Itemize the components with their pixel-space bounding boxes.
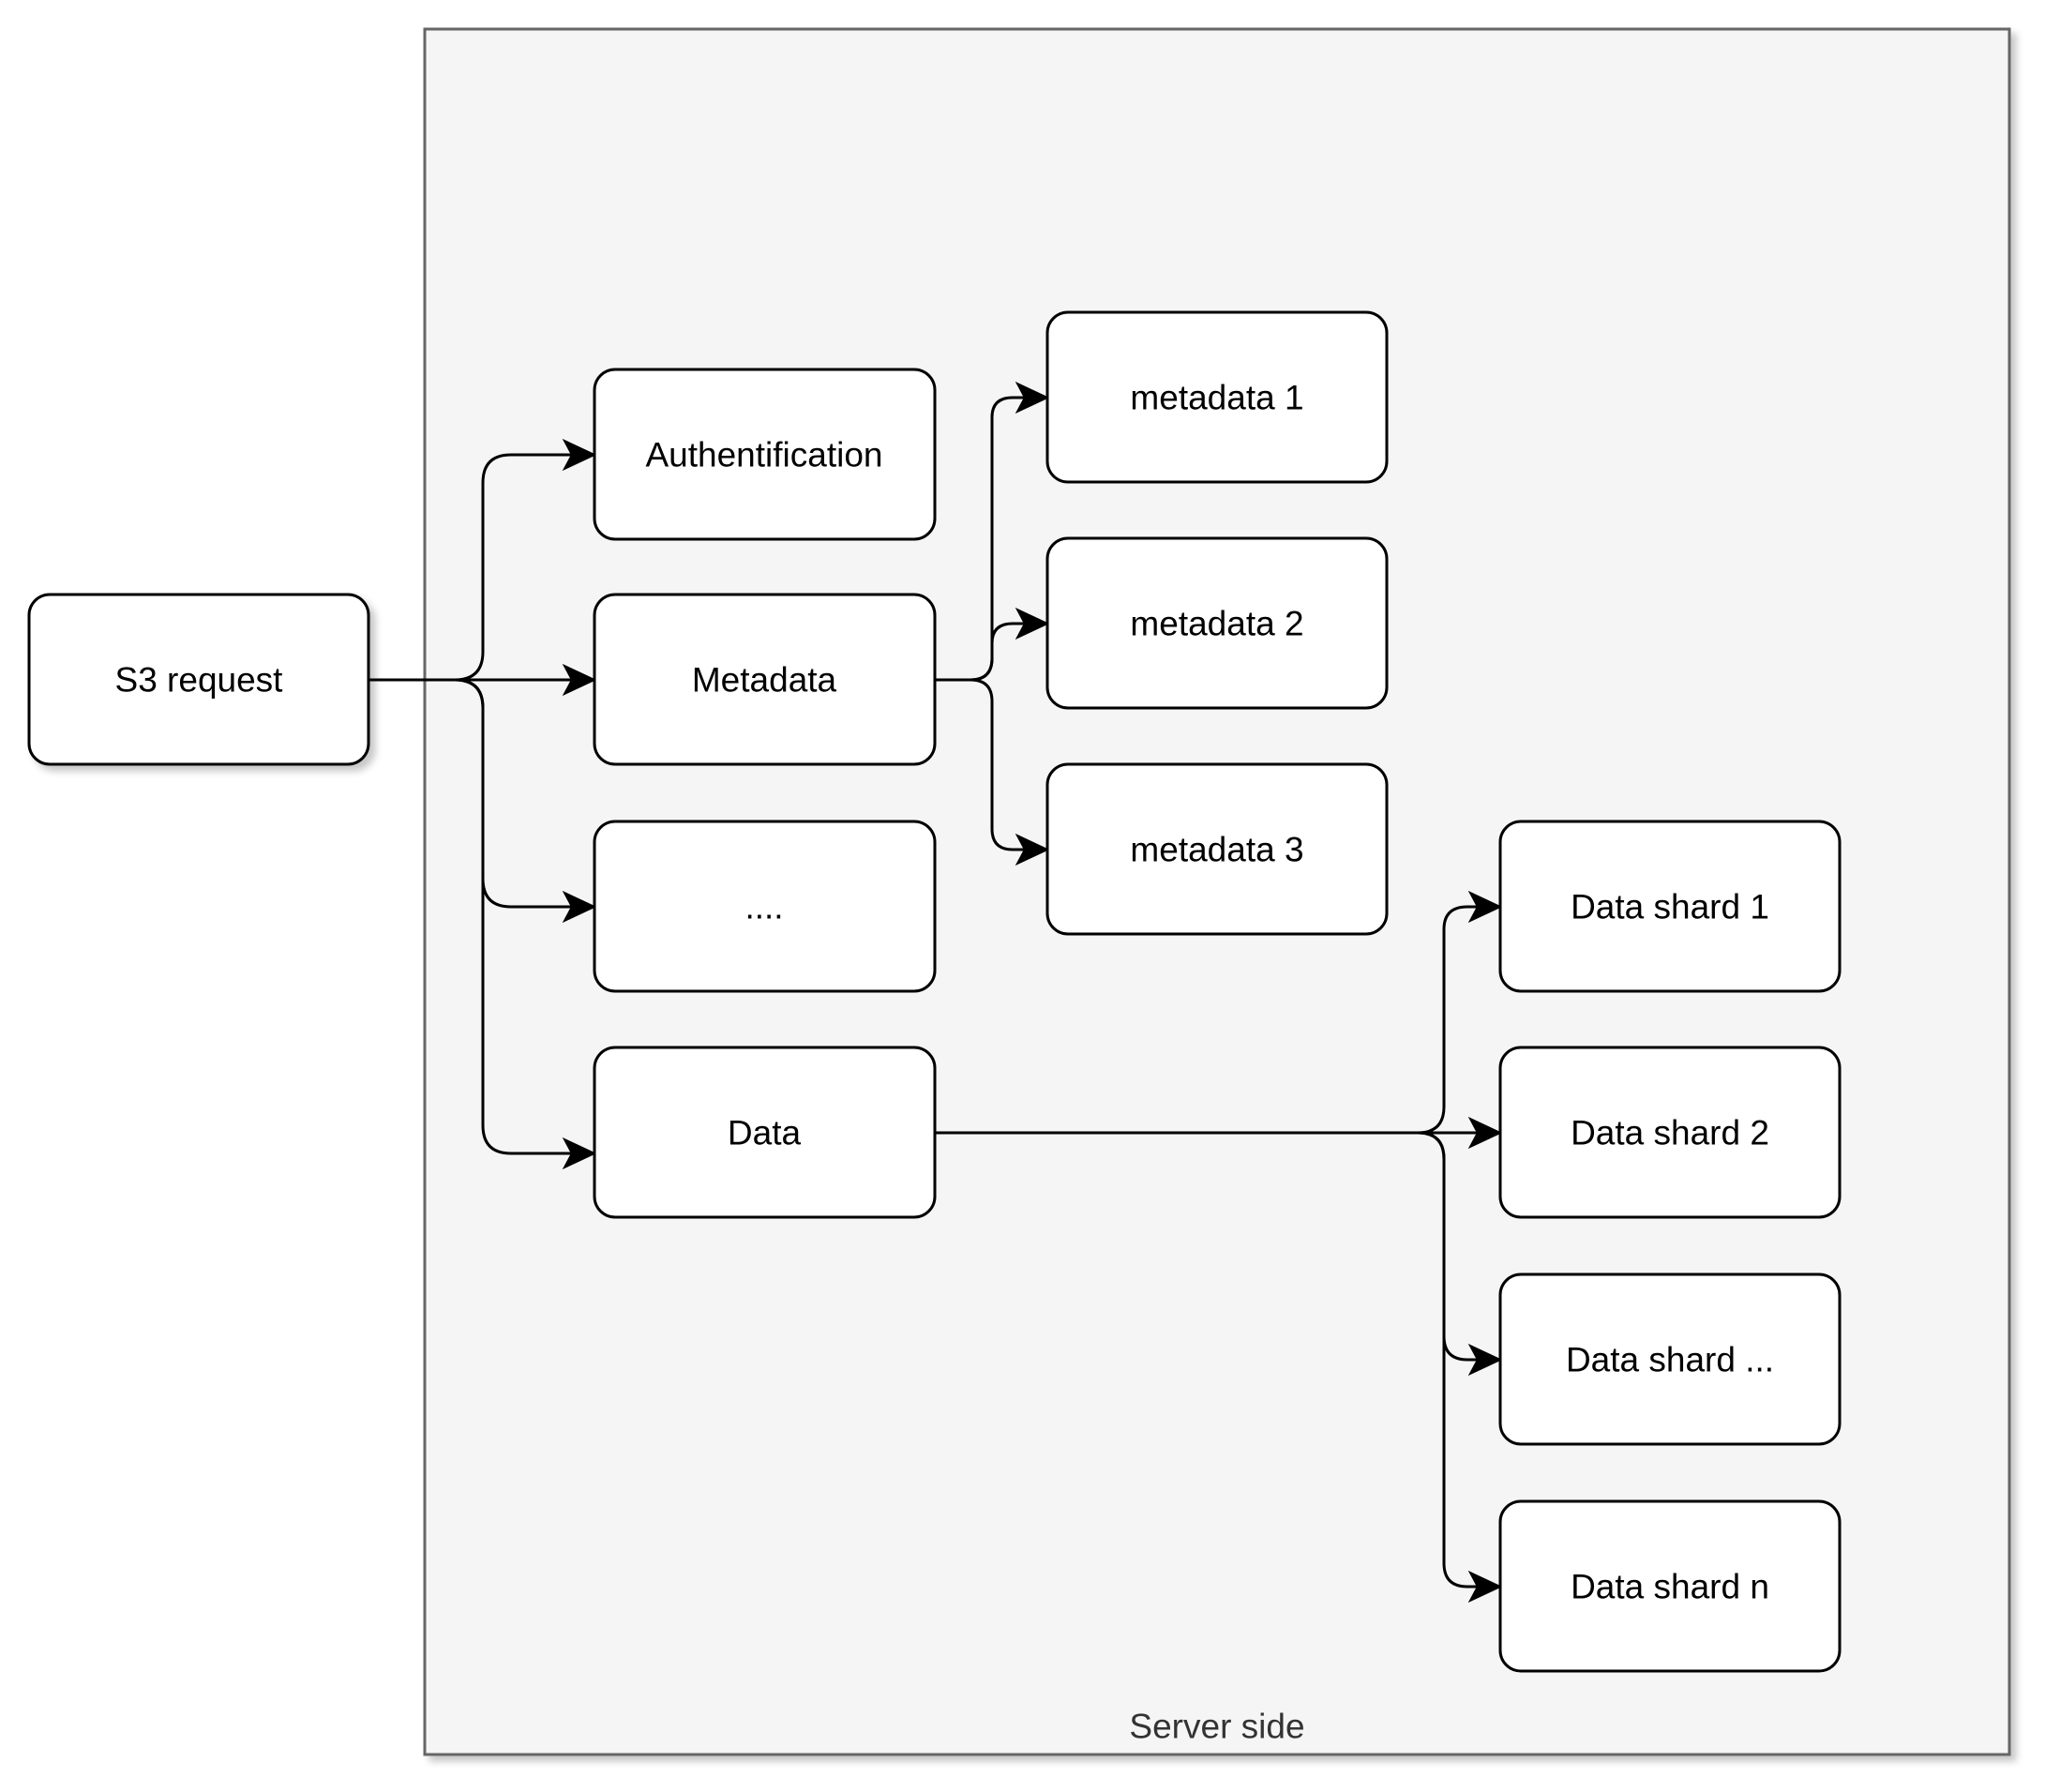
node-metadata[interactable]: Metadata (593, 593, 937, 766)
node-ellipsis[interactable]: .... (593, 820, 937, 993)
node-metadata-3-label: metadata 3 (1130, 831, 1303, 869)
node-data-shard-n[interactable]: Data shard n (1498, 1499, 1842, 1673)
node-data-label: Data (728, 1114, 802, 1152)
arrowhead-ellipsis (562, 890, 597, 924)
arrowhead-metadata-2 (1015, 607, 1050, 640)
metadata-edges (935, 381, 1050, 866)
edge-data-to-data-shard-1 (935, 905, 1478, 1135)
node-data-shard-1[interactable]: Data shard 1 (1498, 820, 1842, 993)
node-metadata-2-label: metadata 2 (1130, 605, 1303, 643)
arrowhead-metadata-1 (1015, 381, 1050, 414)
arrowhead-metadata-3 (1015, 833, 1050, 866)
edge-s3-to-authentification (368, 453, 574, 682)
node-data-shard-1-label: Data shard 1 (1571, 888, 1769, 926)
arrowhead-data-shard-n (1467, 1570, 1503, 1604)
node-authentification[interactable]: Authentification (593, 368, 937, 541)
node-ellipsis-label: .... (744, 888, 783, 926)
edge-data-to-data-shard-n (935, 1131, 1478, 1589)
node-data[interactable]: Data (593, 1046, 937, 1219)
node-metadata-label: Metadata (692, 661, 837, 700)
node-metadata-3[interactable]: metadata 3 (1045, 762, 1389, 936)
node-metadata-1[interactable]: metadata 1 (1045, 310, 1389, 484)
node-metadata-1-label: metadata 1 (1130, 379, 1303, 417)
arrowhead-data (562, 1137, 597, 1170)
arrowhead-data-shard-ellipsis (1467, 1343, 1503, 1377)
edge-metadata-to-metadata-3 (935, 678, 1026, 851)
node-data-shard-ellipsis[interactable]: Data shard ... (1498, 1272, 1842, 1446)
data-edges (935, 890, 1503, 1604)
edge-s3-to-data (368, 678, 574, 1155)
node-data-shard-2-label: Data shard 2 (1571, 1114, 1769, 1152)
arrowhead-metadata (562, 663, 597, 697)
node-metadata-2[interactable]: metadata 2 (1045, 536, 1389, 710)
server-side-label: Server side (1129, 1708, 1304, 1746)
node-data-shard-2[interactable]: Data shard 2 (1498, 1046, 1842, 1219)
node-s3-request-label: S3 request (115, 661, 284, 700)
edge-metadata-to-metadata-2 (935, 622, 1026, 682)
arrowhead-data-shard-1 (1467, 890, 1503, 924)
arrowhead-data-shard-2 (1467, 1116, 1503, 1150)
node-s3-request[interactable]: S3 request (27, 593, 370, 766)
arrowhead-authentification (562, 438, 597, 472)
node-data-shard-ellipsis-label: Data shard ... (1566, 1341, 1774, 1379)
node-authentification-label: Authentification (645, 436, 882, 474)
node-data-shard-n-label: Data shard n (1571, 1568, 1769, 1606)
s3-request-edges (368, 438, 597, 1170)
